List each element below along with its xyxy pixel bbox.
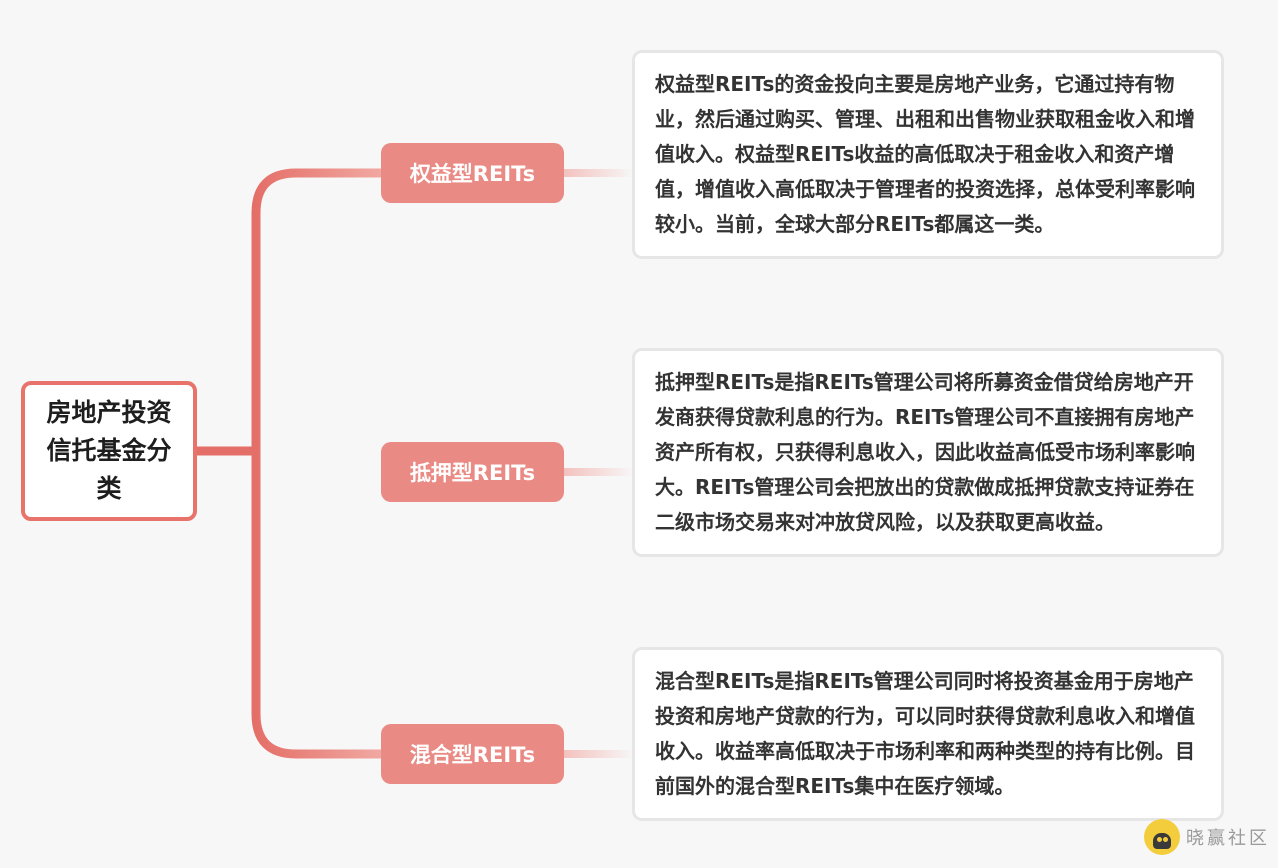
description-text-equity: 权益型REITs的资金投向主要是房地产业务，它通过持有物业，然后通过购买、管理、… <box>655 72 1195 236</box>
description-card-equity: 权益型REITs的资金投向主要是房地产业务，它通过持有物业，然后通过购买、管理、… <box>632 50 1224 259</box>
link-fade-3 <box>564 750 634 758</box>
branch-node-mortgage: 抵押型REITs <box>381 442 564 502</box>
description-card-hybrid: 混合型REITs是指REITs管理公司同时将投资基金用于房地产投资和房地产贷款的… <box>632 647 1224 821</box>
bee-logo-icon <box>1144 819 1180 855</box>
description-text-mortgage: 抵押型REITs是指REITs管理公司将所募资金借贷给房地产开发商获得贷款利息的… <box>655 370 1195 534</box>
trunk-connector <box>251 168 381 759</box>
branch-label-equity: 权益型REITs <box>409 162 536 186</box>
description-text-hybrid: 混合型REITs是指REITs管理公司同时将投资基金用于房地产投资和房地产贷款的… <box>655 669 1195 798</box>
root-label: 房地产投资信托基金分类 <box>46 398 172 503</box>
branch-label-mortgage: 抵押型REITs <box>409 461 536 485</box>
link-fade-2 <box>564 468 634 476</box>
link-fade-1 <box>564 169 634 177</box>
description-card-mortgage: 抵押型REITs是指REITs管理公司将所募资金借贷给房地产开发商获得贷款利息的… <box>632 348 1224 557</box>
branch-node-hybrid: 混合型REITs <box>381 724 564 784</box>
watermark-text: 晓赢社区 <box>1186 828 1270 849</box>
root-node: 房地产投资信托基金分类 <box>21 381 197 521</box>
watermark: 晓赢社区 <box>1144 816 1270 858</box>
branch-node-equity: 权益型REITs <box>381 143 564 203</box>
branch-label-hybrid: 混合型REITs <box>409 743 536 767</box>
